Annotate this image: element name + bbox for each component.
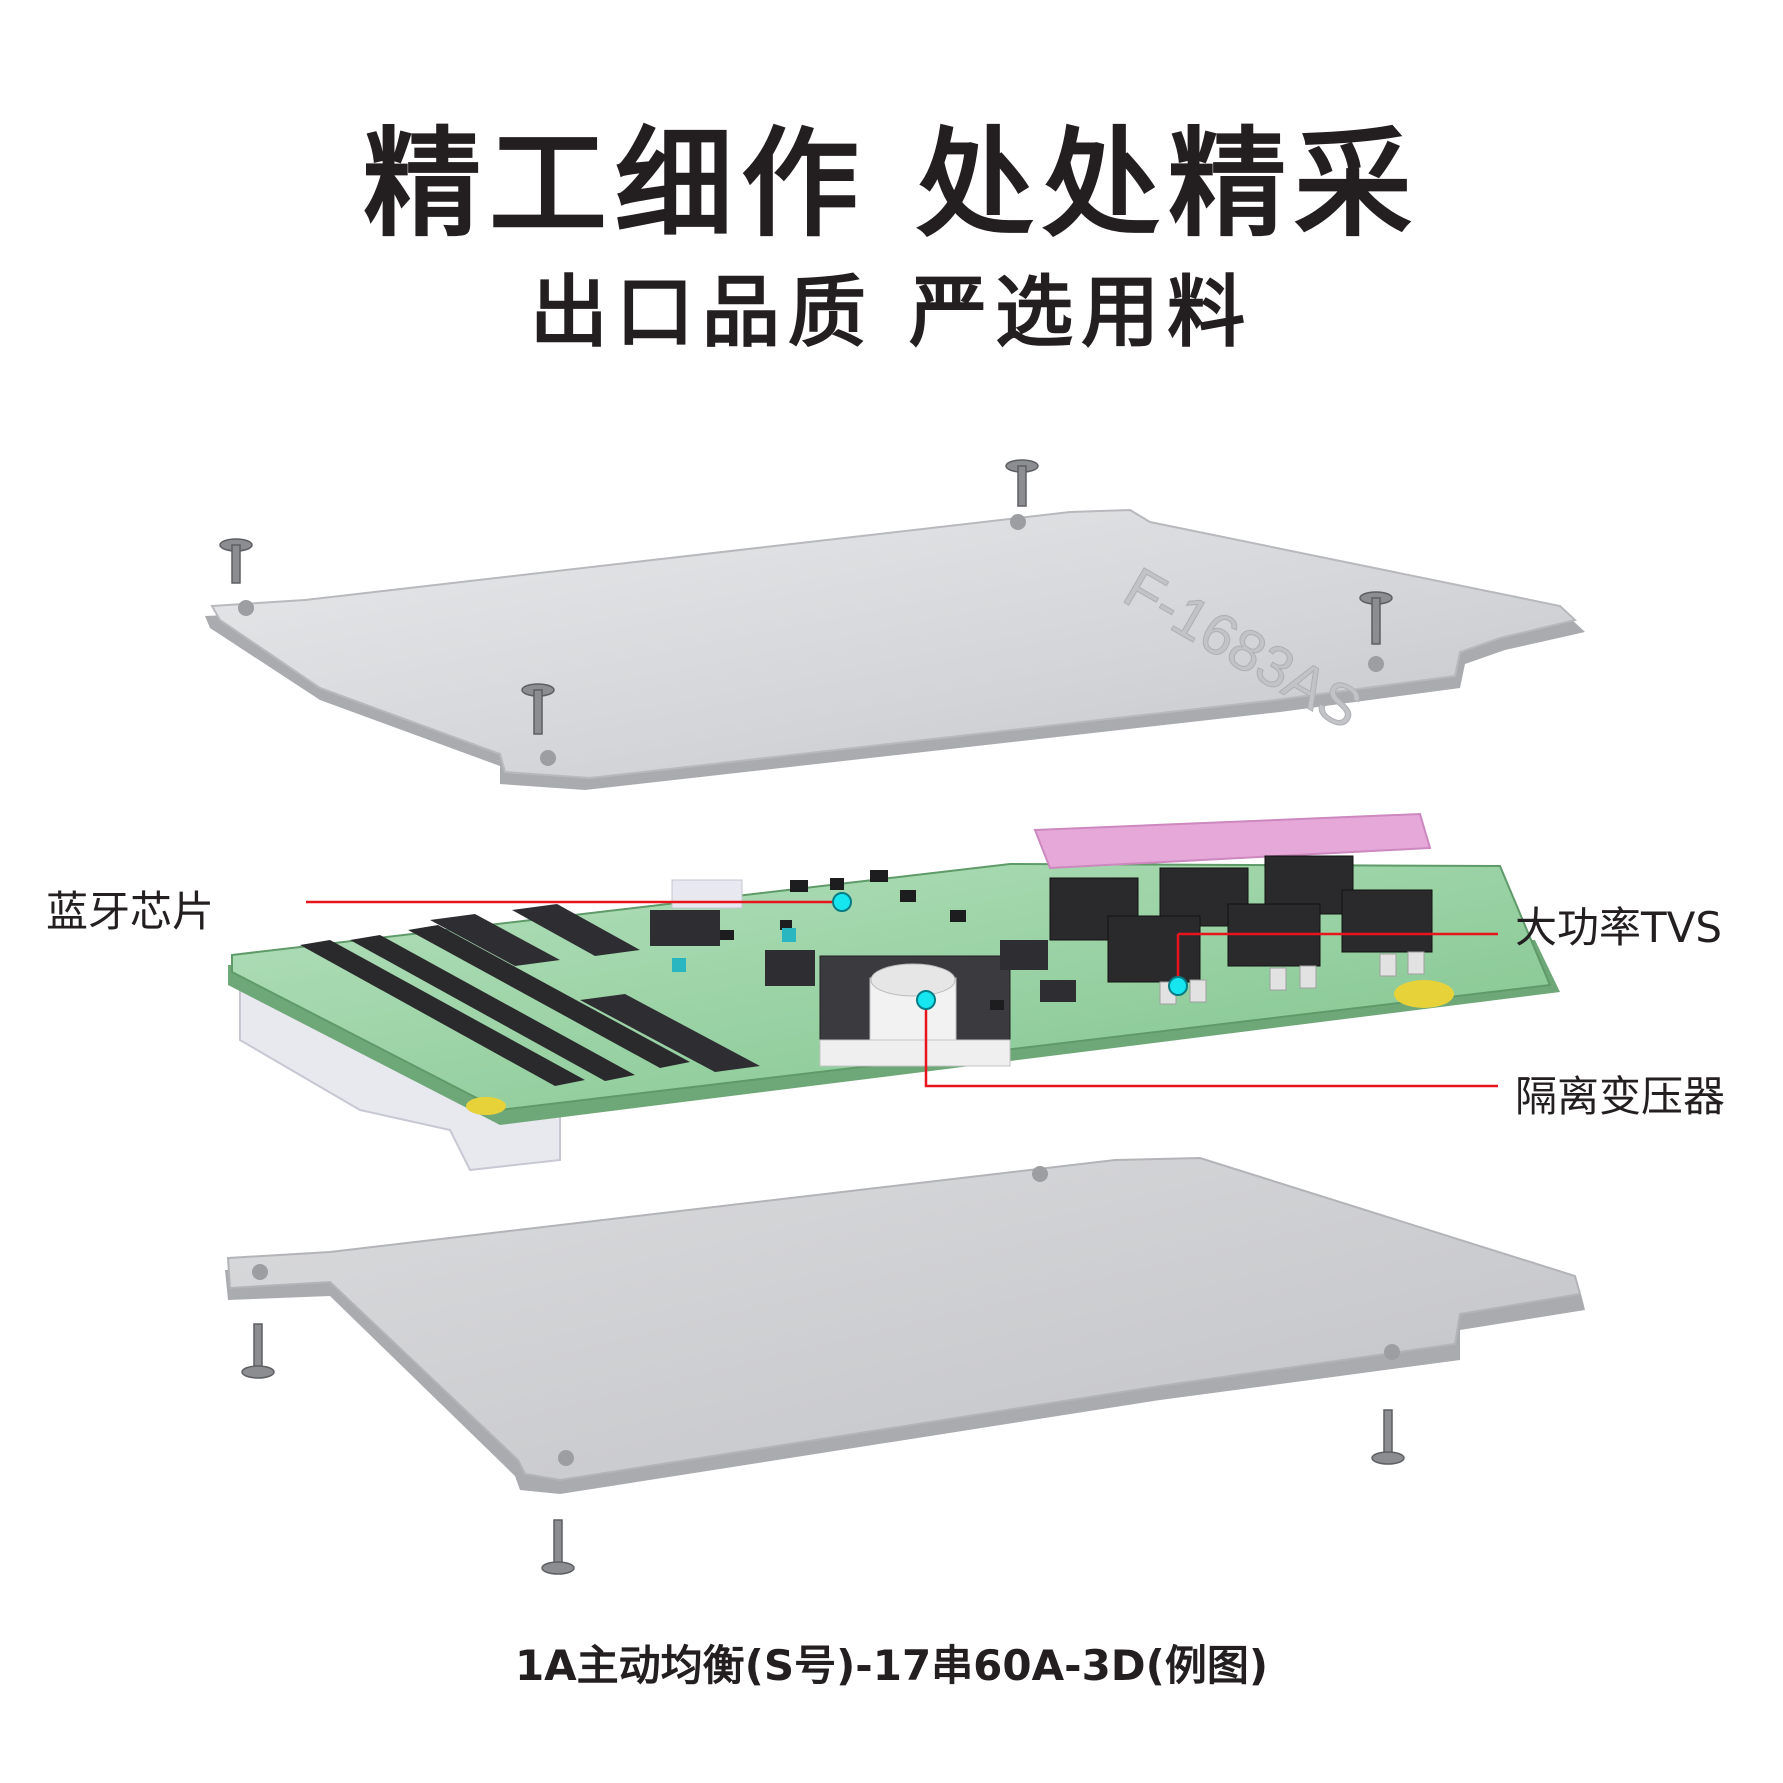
product-caption: 1A主动均衡(S号)-17串60A-3D(例图) xyxy=(514,1641,1269,1690)
pcb-board xyxy=(228,812,1560,1172)
mounting-pad xyxy=(466,1097,506,1115)
tvs-chip xyxy=(1341,889,1433,953)
thermal-pad xyxy=(1033,812,1432,870)
headline-title: 精工细作 处处精采 xyxy=(362,115,1421,253)
bottom-cover-plate xyxy=(225,1156,1585,1494)
screw xyxy=(241,1323,275,1379)
top-cover-plate: F-1683AS xyxy=(205,508,1585,790)
callout-lines xyxy=(306,900,1498,1088)
top-plate-surface xyxy=(210,508,1578,780)
callout-dot-tvs xyxy=(1168,976,1188,996)
tvs-chip xyxy=(1049,877,1139,941)
tvs-leads xyxy=(1159,951,1425,1005)
isolation-transformer-part xyxy=(819,955,1011,1067)
callout-dot-transformer xyxy=(916,990,936,1010)
plate-screw-hole xyxy=(1010,514,1026,530)
callout-dots xyxy=(832,892,1188,1010)
plate-screw-hole xyxy=(1384,1344,1400,1360)
plate-screw-hole xyxy=(238,600,254,616)
ic-chips xyxy=(430,904,1076,1072)
screw xyxy=(521,683,555,735)
plate-screw-hole xyxy=(1032,1166,1048,1182)
headline-subtitle: 出口品质 严选用料 xyxy=(529,268,1254,358)
small-components xyxy=(720,870,1004,1010)
callout-label-high-power-tvs: 大功率TVS xyxy=(1515,903,1723,952)
plate-screw-hole xyxy=(540,750,556,766)
callout-line-transformer xyxy=(924,1000,1498,1088)
screw xyxy=(1371,1409,1405,1465)
screw xyxy=(219,538,253,584)
capacitor xyxy=(672,958,686,972)
screw xyxy=(541,1519,575,1575)
callout-label-bluetooth-chip: 蓝牙芯片 xyxy=(46,887,215,936)
tvs-chip xyxy=(1107,915,1201,983)
plate-screw-hole xyxy=(558,1450,574,1466)
plate-screw-hole xyxy=(252,1264,268,1280)
connector-header xyxy=(671,879,743,909)
screw xyxy=(1359,591,1393,645)
top-screws xyxy=(219,459,1393,735)
plate-screw-hole xyxy=(1368,656,1384,672)
connector-pin-rows xyxy=(300,925,690,1086)
callout-dot-bluetooth xyxy=(832,892,852,912)
capacitor xyxy=(782,928,796,942)
bottom-plate-surface xyxy=(226,1156,1582,1482)
mounting-pad xyxy=(1394,980,1454,1008)
bottom-screws xyxy=(241,1323,1405,1575)
callout-label-isolation-transformer: 隔离变压器 xyxy=(1515,1072,1726,1121)
screw xyxy=(1005,459,1039,507)
tvs-packages xyxy=(1049,855,1433,983)
